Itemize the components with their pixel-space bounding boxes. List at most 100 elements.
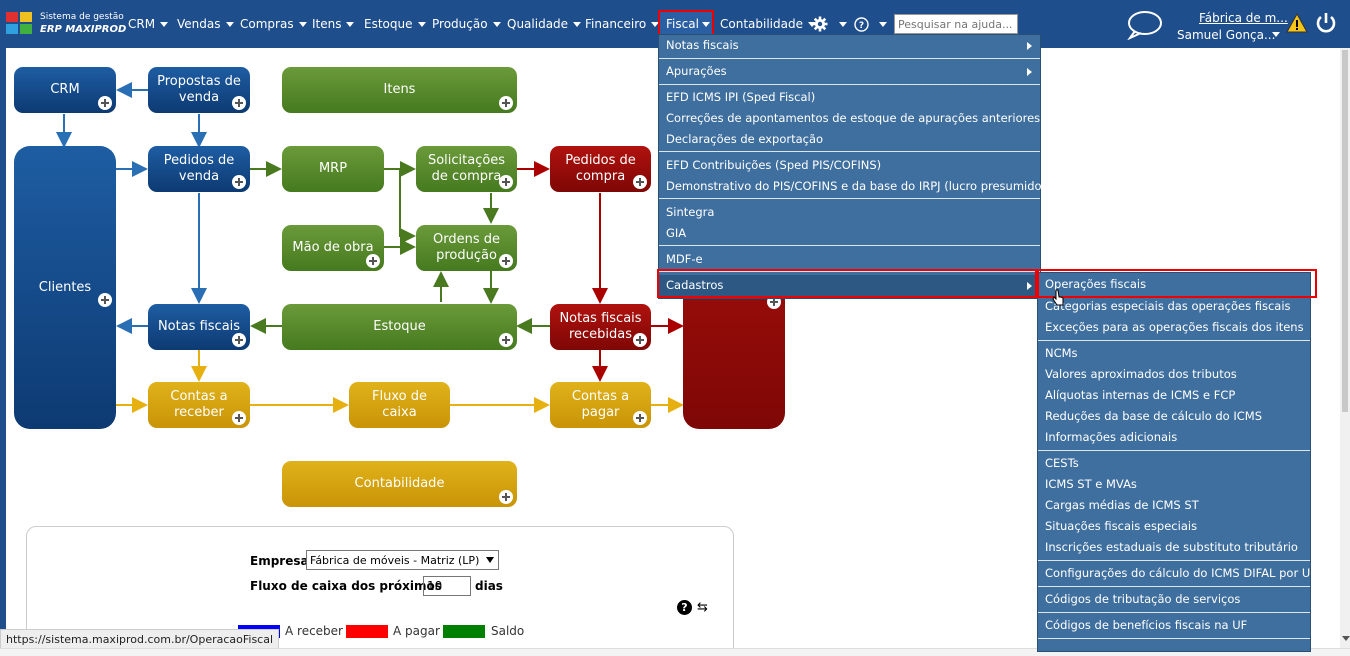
menu-item-efd-icms-ipi[interactable]: EFD ICMS IPI (Sped Fiscal)	[666, 90, 816, 104]
add-icon[interactable]	[232, 411, 246, 425]
menu-item-declaracoes-exportacao[interactable]: Declarações de exportação	[666, 132, 824, 146]
menu-item-notas-fiscais[interactable]: Notas fiscais	[659, 35, 1040, 56]
menu-contabilidade[interactable]: Contabilidade	[720, 17, 816, 31]
submenu-item-aliquotas[interactable]: Alíquotas internas de ICMS e FCP	[1045, 388, 1236, 402]
empresa-select[interactable]: Fábrica de móveis - Matriz (LP)	[306, 550, 499, 570]
submenu-item-operacoes-fiscais[interactable]: Operações fiscais	[1045, 277, 1147, 291]
add-icon[interactable]	[98, 96, 112, 110]
fiscal-dropdown-menu: Notas fiscais Apurações EFD ICMS IPI (Sp…	[658, 34, 1047, 299]
chevron-down-icon[interactable]	[1272, 32, 1280, 37]
flow-mrp[interactable]: MRP	[282, 146, 384, 192]
fluxo-days-input[interactable]: 10	[423, 576, 471, 596]
add-icon[interactable]	[499, 175, 513, 189]
add-icon[interactable]	[98, 293, 112, 307]
help-icon[interactable]: ?	[854, 17, 869, 32]
help-search-input[interactable]	[894, 14, 1018, 34]
flow-solicitacoes[interactable]: Solicitações de compra	[416, 146, 517, 192]
add-icon[interactable]	[499, 333, 513, 347]
submenu-item-icms-st[interactable]: ICMS ST e MVAs	[1045, 477, 1137, 491]
chat-bubble-icon[interactable]	[1125, 10, 1163, 40]
add-icon[interactable]	[366, 254, 380, 268]
menu-item-mdfe[interactable]: MDF-e	[666, 252, 703, 266]
scrollbar-thumb[interactable]	[1342, 50, 1348, 412]
add-icon[interactable]	[232, 333, 246, 347]
flow-crm[interactable]: CRM	[14, 67, 116, 113]
flow-estoque[interactable]: Estoque	[282, 304, 517, 350]
menu-divider	[659, 245, 1040, 246]
warning-icon[interactable]	[1286, 13, 1308, 33]
add-icon[interactable]	[232, 96, 246, 110]
flow-contas-receber[interactable]: Contas a receber	[148, 382, 250, 428]
flow-itens[interactable]: Itens	[282, 67, 517, 113]
menu-item-efd-contribuicoes[interactable]: EFD Contribuições (Sped PIS/COFINS)	[666, 158, 882, 172]
submenu-item-inscricoes[interactable]: Inscrições estaduais de substituto tribu…	[1045, 540, 1298, 554]
submenu-item-valores-tributos[interactable]: Valores aproximados dos tributos	[1045, 367, 1237, 381]
flow-pedidos-venda[interactable]: Pedidos de venda	[148, 146, 250, 192]
menu-qualidade[interactable]: Qualidade	[507, 17, 582, 31]
flow-pedidos-compra[interactable]: Pedidos de compra	[550, 146, 651, 192]
menu-item-correcoes[interactable]: Correções de apontamentos de estoque de …	[666, 111, 1041, 125]
submenu-item-reducoes[interactable]: Reduções da base de cálculo do ICMS	[1045, 409, 1263, 423]
add-icon[interactable]	[633, 175, 647, 189]
brand-line2: ERP MAXIPROD	[40, 24, 127, 35]
chevron-down-icon	[417, 22, 426, 27]
chevron-down-icon	[807, 22, 816, 27]
add-icon[interactable]	[499, 490, 513, 504]
power-icon[interactable]	[1314, 11, 1338, 35]
menu-item-apuracoes[interactable]: Apurações	[659, 61, 1040, 82]
menu-item-demonstrativo[interactable]: Demonstrativo do PIS/COFINS e da base do…	[666, 179, 1047, 193]
submenu-item-excecoes[interactable]: Exceções para as operações fiscais dos i…	[1045, 320, 1304, 334]
flow-clientes[interactable]: Clientes	[14, 146, 116, 429]
add-icon[interactable]	[499, 96, 513, 110]
submenu-item-codigos-servicos[interactable]: Códigos de tributação de serviços	[1045, 592, 1241, 606]
chevron-right-icon	[1027, 282, 1032, 290]
settings-caret[interactable]	[834, 17, 847, 31]
submenu-item-difal[interactable]: Configurações do cálculo do ICMS DIFAL p…	[1045, 566, 1317, 580]
menu-item-cadastros[interactable]: Cadastros	[659, 275, 1040, 296]
flow-nf-recebidas[interactable]: Notas fiscais recebidas	[550, 304, 651, 350]
gear-icon[interactable]	[812, 16, 828, 32]
menu-itens[interactable]: Itens	[312, 17, 355, 31]
menu-estoque[interactable]: Estoque	[364, 17, 426, 31]
user-name[interactable]: Samuel Gonça...	[1177, 28, 1276, 42]
legend-swatch-saldo	[443, 625, 485, 638]
cadastros-highlight	[657, 269, 1037, 298]
submenu-item-beneficios[interactable]: Códigos de benefícios fiscais na UF	[1045, 618, 1248, 632]
scroll-down-icon[interactable]	[1342, 636, 1350, 641]
menu-fiscal[interactable]: Fiscal	[658, 10, 714, 36]
submenu-item-situacoes[interactable]: Situações fiscais especiais	[1045, 519, 1198, 533]
submenu-item-ncms[interactable]: NCMs	[1045, 346, 1078, 360]
flow-contabilidade[interactable]: Contabilidade	[282, 461, 517, 507]
submenu-item-cargas-medias[interactable]: Cargas médias de ICMS ST	[1045, 498, 1199, 512]
menu-divider	[659, 151, 1040, 152]
add-icon[interactable]	[633, 333, 647, 347]
flow-contas-pagar[interactable]: Contas a pagar	[550, 382, 651, 428]
flow-propostas[interactable]: Propostas de venda	[148, 67, 250, 113]
logo-icon[interactable]	[6, 12, 34, 34]
help-icon[interactable]: ?	[677, 600, 692, 615]
add-icon[interactable]	[232, 175, 246, 189]
submenu-item-cests[interactable]: CESTs	[1045, 456, 1079, 470]
menu-producao[interactable]: Produção	[432, 17, 501, 31]
status-bar-url: https://sistema.maxiprod.com.br/Operacao…	[0, 629, 280, 649]
add-icon[interactable]	[633, 411, 647, 425]
add-icon[interactable]	[499, 254, 513, 268]
menu-divider	[659, 84, 1040, 85]
refresh-icon[interactable]: ⇆	[697, 600, 708, 615]
help-caret[interactable]	[874, 17, 887, 31]
menu-item-sintegra[interactable]: Sintegra	[666, 205, 715, 219]
flow-mao-obra[interactable]: Mão de obra	[282, 225, 384, 271]
menu-vendas[interactable]: Vendas	[177, 17, 234, 31]
chevron-down-icon	[879, 22, 887, 27]
flow-fluxo-caixa[interactable]: Fluxo de caixa	[349, 382, 450, 428]
flow-ordens[interactable]: Ordens de produção	[416, 225, 517, 271]
menu-crm[interactable]: CRM	[128, 17, 169, 31]
company-link[interactable]: Fábrica de m...	[1199, 11, 1288, 25]
submenu-item-informacoes[interactable]: Informações adicionais	[1045, 430, 1178, 444]
submenu-item-categorias[interactable]: Categorias especiais das operações fisca…	[1045, 299, 1291, 313]
menu-compras[interactable]: Compras	[240, 17, 307, 31]
menu-item-gia[interactable]: GIA	[666, 226, 687, 240]
menu-divider	[659, 198, 1040, 199]
flow-notas-fiscais[interactable]: Notas fiscais	[148, 304, 250, 350]
menu-financeiro[interactable]: Financeiro	[585, 17, 660, 31]
